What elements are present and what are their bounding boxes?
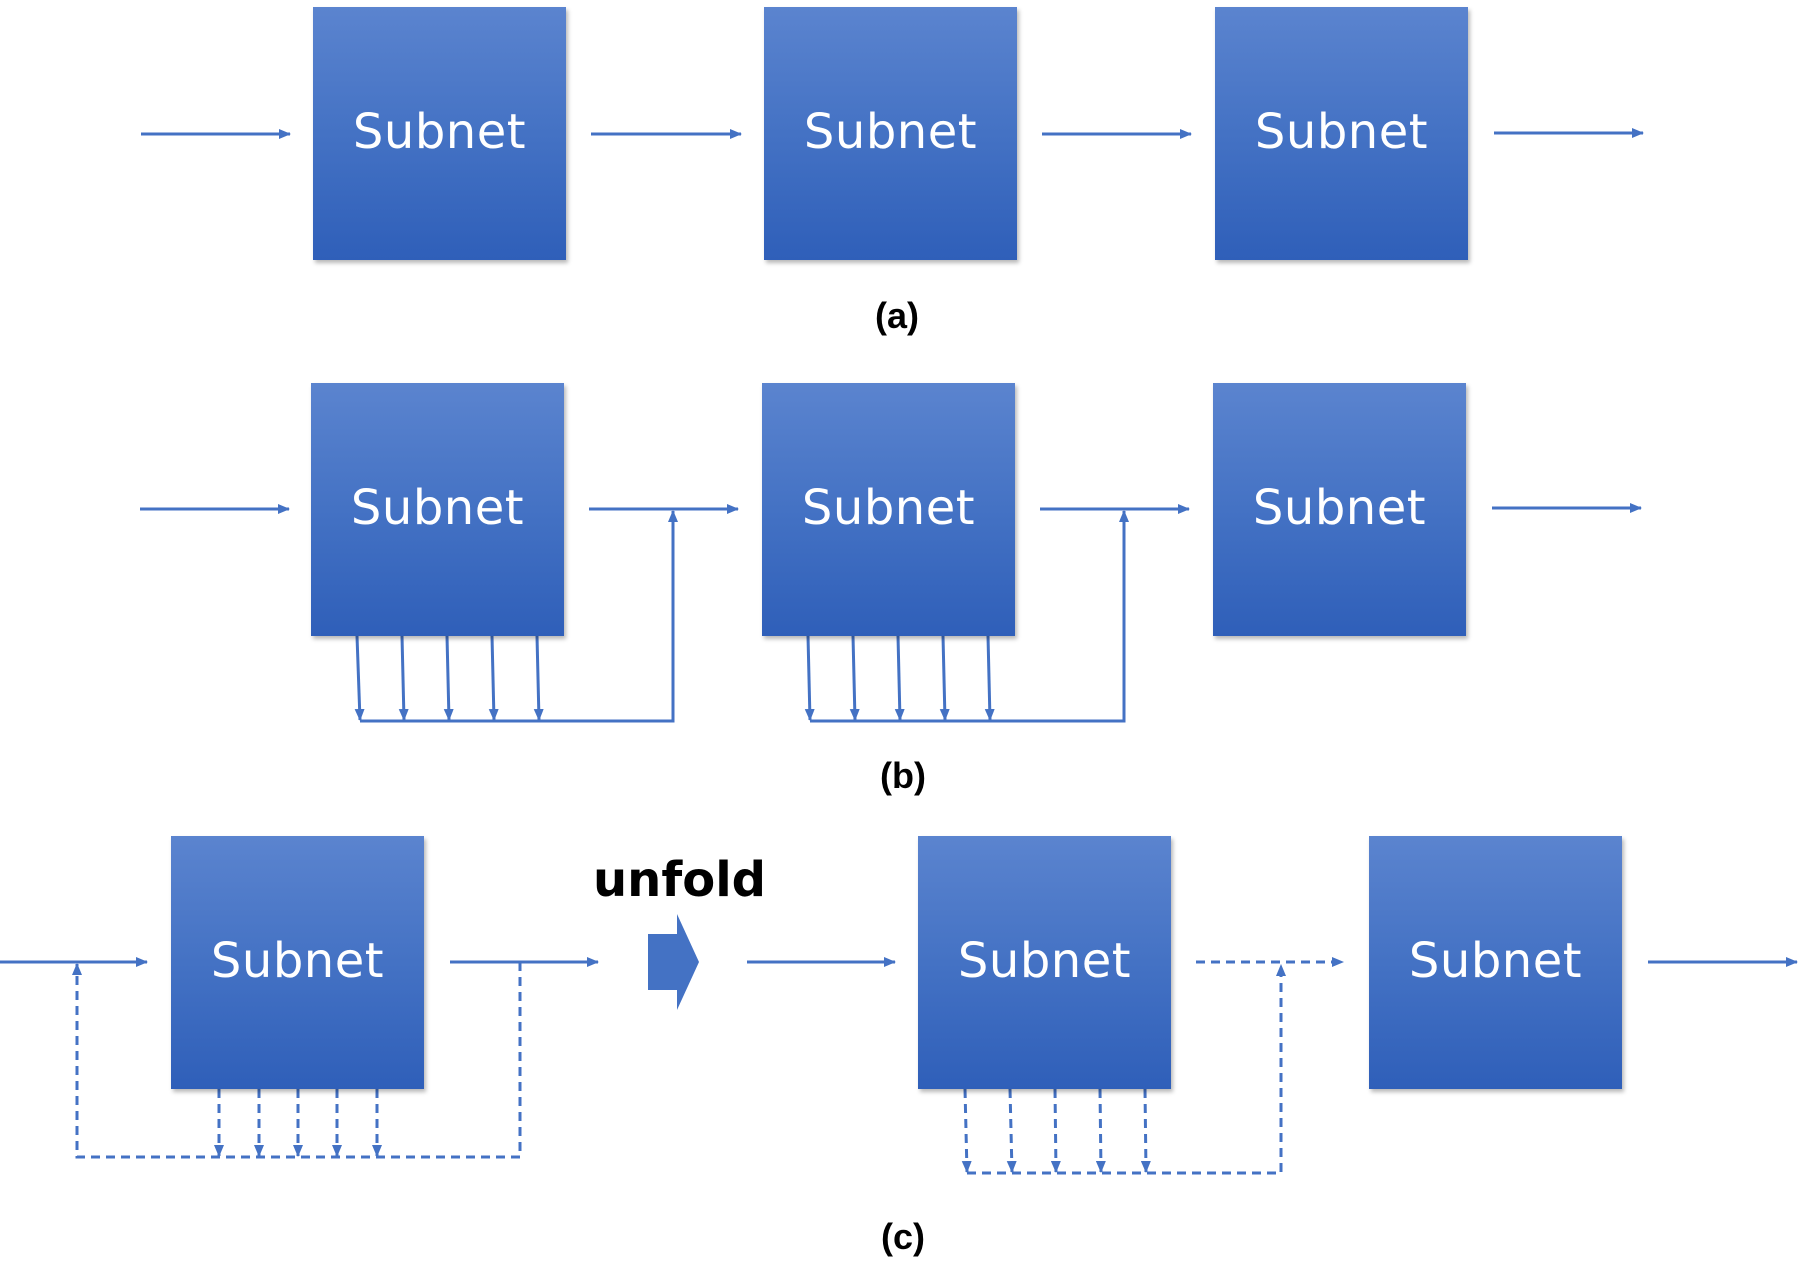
unfold-label: unfold bbox=[593, 852, 767, 908]
row-b-return-2 bbox=[810, 510, 1129, 723]
subnet-label: Subnet bbox=[801, 479, 976, 536]
row-b-tap-1-2 bbox=[398, 635, 409, 721]
subnet-node-b1: Subnet bbox=[311, 383, 564, 636]
row-b-tap-2-4 bbox=[939, 635, 950, 721]
subnet-node-b2: Subnet bbox=[762, 383, 1015, 636]
row-c-unfolded-connectors bbox=[747, 957, 1798, 1175]
row-b-tap-1-5 bbox=[533, 635, 544, 721]
subnet-label: Subnet bbox=[1254, 103, 1429, 160]
row-c-unfolded-tap-3 bbox=[1050, 1088, 1061, 1173]
caption-a: (a) bbox=[875, 295, 919, 336]
row-c-unfolded-tap-5 bbox=[1140, 1088, 1151, 1173]
row-b-tap-2-1 bbox=[804, 635, 815, 721]
subnet-label: Subnet bbox=[210, 932, 385, 989]
subnet-node-a2: Subnet bbox=[764, 7, 1017, 260]
subnet-node-a3: Subnet bbox=[1215, 7, 1468, 260]
row-c-unfolded-tap-2 bbox=[1006, 1088, 1017, 1173]
row-c-unfolded-return bbox=[967, 964, 1286, 1175]
row-b-tap-2-5 bbox=[984, 635, 995, 721]
row-b-tap-1-1 bbox=[354, 635, 365, 721]
row-b-tap-2-3 bbox=[894, 635, 905, 721]
subnet-node-c-folded: Subnet bbox=[171, 836, 424, 1089]
subnet-node-b3: Subnet bbox=[1213, 383, 1466, 636]
row-c-unfolded-tap-1 bbox=[961, 1088, 972, 1173]
subnet-label: Subnet bbox=[1252, 479, 1427, 536]
subnet-node-c2: Subnet bbox=[1369, 836, 1622, 1089]
row-c-unfolded-tap-4 bbox=[1095, 1088, 1106, 1173]
row-c-folded-connectors bbox=[0, 957, 599, 1159]
row-b-tap-1-4 bbox=[488, 635, 499, 721]
unfold-arrow-icon bbox=[648, 914, 699, 1010]
caption-b: (b) bbox=[880, 755, 926, 796]
subnet-node-c1: Subnet bbox=[918, 836, 1171, 1089]
row-b-return-1 bbox=[360, 510, 678, 723]
row-c-folded-loop bbox=[72, 962, 522, 1159]
caption-c: (c) bbox=[881, 1216, 925, 1257]
subnet-label: Subnet bbox=[1408, 932, 1583, 989]
subnet-label: Subnet bbox=[957, 932, 1132, 989]
subnet-node-a1: Subnet bbox=[313, 7, 566, 260]
subnet-label: Subnet bbox=[352, 103, 527, 160]
subnet-label: Subnet bbox=[350, 479, 525, 536]
row-b-tap-1-3 bbox=[443, 635, 454, 721]
row-b-tap-2-2 bbox=[849, 635, 860, 721]
row-a-connectors bbox=[141, 128, 1644, 139]
row-b-connectors bbox=[140, 503, 1642, 723]
subnet-label: Subnet bbox=[803, 103, 978, 160]
